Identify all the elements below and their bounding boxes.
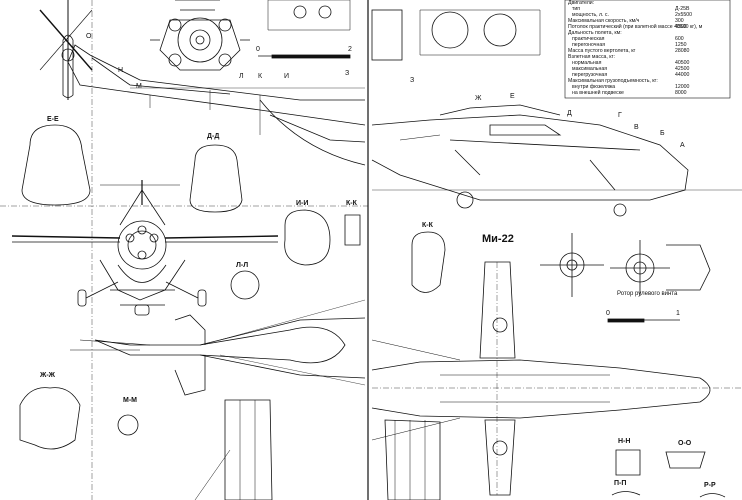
spec-label: Максимальная грузоподъемность, кг: [568, 78, 658, 84]
section-mm-outline [117, 414, 139, 436]
plan-view-fuselage [70, 299, 366, 396]
section-ii-outline [284, 209, 331, 266]
label-section-dd: Д-Д [207, 133, 220, 140]
scale-right-start: 0 [606, 310, 610, 317]
spec-label: перегоночная [572, 42, 606, 48]
side-view-tail [39, 0, 366, 166]
label-section-ee: Е-Е [47, 116, 59, 123]
spec-label: внутри фюзеляжа [572, 84, 616, 90]
rotor-blade-lower [194, 399, 273, 500]
spec-value: 600 [675, 36, 684, 42]
spec-table-frame [564, 0, 731, 99]
label-section-kk-left: К-К [346, 200, 357, 207]
spec-label: перегрузочная [572, 72, 608, 78]
spec-value: 40500 [675, 60, 690, 66]
section-zhzh-outline [19, 387, 81, 450]
callout-o: О [86, 33, 92, 40]
spec-value: 300 [675, 18, 684, 24]
callout-a-right: А [680, 142, 685, 149]
callout-k: К [258, 73, 263, 80]
spec-value: Д-25В [675, 6, 690, 12]
section-nn-outline [615, 449, 641, 476]
label-section-rr: Р-Р [704, 482, 716, 489]
spec-label: нормальная [572, 60, 602, 66]
rotor-hub-detail [150, 0, 351, 71]
label-section-pp: П-П [614, 480, 627, 487]
callout-g-right: Г [618, 112, 622, 119]
spec-value: 44000 [675, 72, 690, 78]
callout-b-right: Б [660, 130, 665, 137]
spec-value: 28080 [675, 48, 690, 54]
label-section-nn: Н-Н [618, 438, 631, 445]
scale-top-end: 2 [348, 46, 352, 53]
section-rr-outline [699, 493, 726, 498]
callout-l: Л [239, 73, 244, 80]
spec-value: 1250 [675, 42, 687, 48]
section-kk-outline [344, 214, 361, 246]
section-pp-outline [611, 491, 641, 496]
spec-value: 8000 [675, 90, 687, 96]
scale-right-end: 1 [676, 310, 680, 317]
callout-z-right: З [410, 77, 415, 84]
rudder-fin [384, 419, 441, 500]
label-section-mm: М-М [123, 397, 137, 404]
tail-rotor-details [540, 233, 711, 297]
label-section-kk-right: К-К [422, 222, 433, 229]
label-section-oo: О-О [678, 440, 692, 447]
spec-value: 42500 [675, 66, 690, 72]
section-dd-outline [189, 144, 243, 213]
spec-value: 4500 [675, 24, 687, 30]
label-section-zhzh: Ж-Ж [40, 372, 55, 379]
spec-label: Потолок практический (при взлетной массе… [568, 24, 703, 30]
spec-label: на внешней подвеске [572, 90, 624, 96]
spec-value: 2х5500 [675, 12, 693, 18]
callout-zh-right: Ж [475, 95, 482, 102]
spec-label: Двигатели: [568, 0, 595, 6]
spec-value: 12000 [675, 84, 690, 90]
section-ll-outline [230, 270, 260, 300]
callout-d-right: Д [567, 110, 572, 117]
side-view-fuselage [371, 104, 742, 217]
spec-label: максимальная [572, 66, 608, 72]
spec-label: мощность, л. с. [572, 12, 609, 18]
scale-bar-top [258, 54, 351, 59]
plan-view-wing [371, 261, 742, 496]
callout-e-right: Е [510, 93, 515, 100]
spec-label: практическая [572, 36, 605, 42]
spec-label: Масса пустого вертолета, кг [568, 48, 636, 54]
callout-z: З [345, 70, 350, 77]
scale-top-start: 0 [256, 46, 260, 53]
spec-label: Взлетная масса, кг: [568, 54, 615, 60]
label-section-ll: Л-Л [236, 262, 249, 269]
label-section-ii: И-И [296, 200, 309, 207]
scale-bar-right [607, 318, 680, 323]
spec-label: Дальность полета, км: [568, 30, 622, 36]
equipment-detail [371, 9, 541, 61]
callout-i: И [284, 73, 290, 80]
drawing-title: Ми-22 [482, 233, 514, 245]
spec-table: Двигатели: тип Д-25В мощность, л. с. 2х5… [372, 0, 730, 98]
callout-v-right: В [634, 124, 639, 131]
tail-rotor-note: Ротор рулевого винта [617, 291, 678, 297]
section-ee-outline [21, 124, 91, 206]
section-kk-right-outline [411, 231, 446, 293]
section-oo-outline [665, 451, 706, 469]
front-view-helicopter [11, 180, 279, 316]
callout-m: М [136, 83, 142, 90]
spec-label: Максимальная скорость, км/ч [568, 18, 640, 24]
spec-label: тип [572, 6, 581, 12]
callout-n: Н [118, 67, 124, 74]
